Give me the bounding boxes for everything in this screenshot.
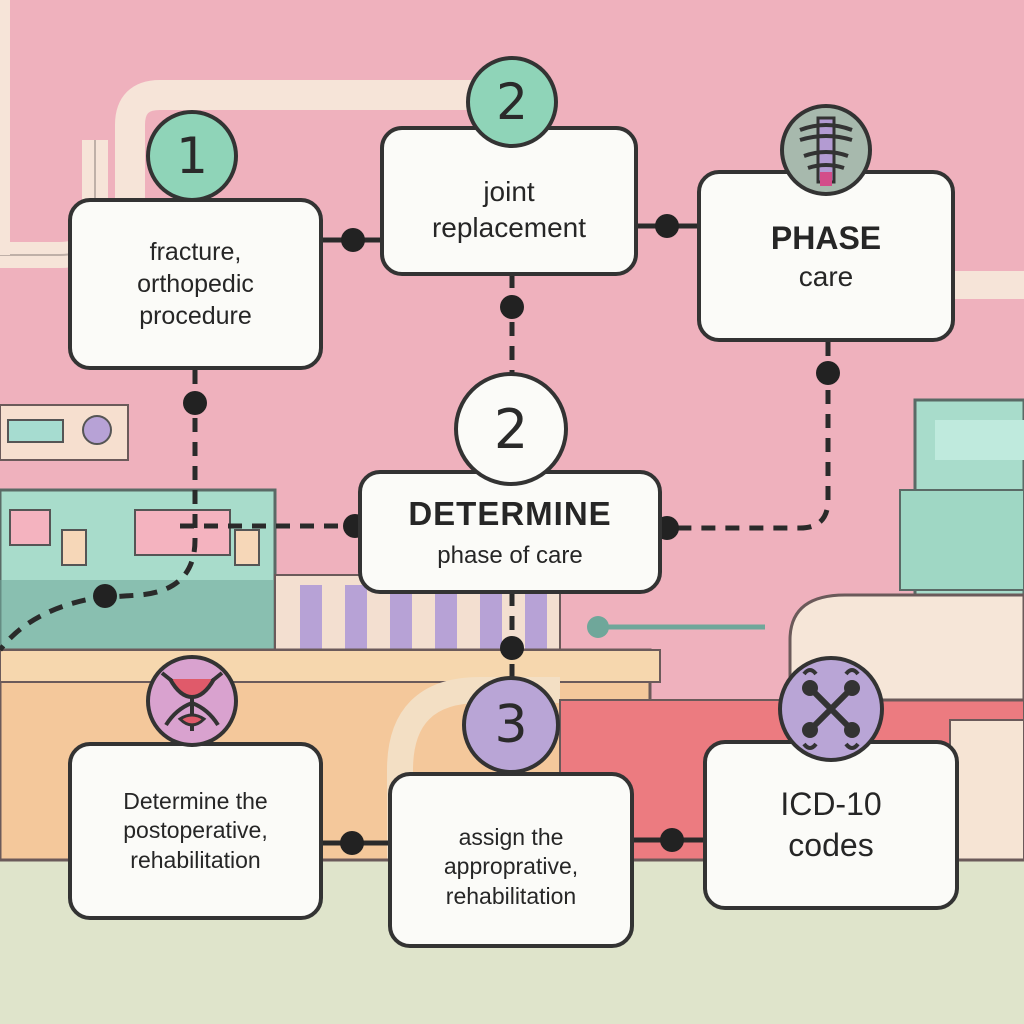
phase-care-box: PHASE care (697, 170, 955, 342)
assign-line-2: approprative, (443, 853, 579, 880)
step-number-3: 3 (462, 676, 560, 774)
postoperative-line-3: rehabilitation (130, 846, 261, 873)
joint-icon (778, 656, 884, 762)
icd10-line-1: ICD-10 (780, 786, 882, 823)
postoperative-box: Determine the postoperative, rehabilitat… (68, 742, 323, 920)
phase-title: PHASE (770, 219, 882, 256)
determine-phase-box: DETERMINE phase of care (358, 470, 662, 594)
step-joint-replacement-box: joint replacement (380, 126, 638, 276)
step-number-1: 1 (146, 110, 238, 202)
step-fracture-box: fracture, orthopedic procedure (68, 198, 323, 370)
icd10-codes-box: ICD-10 codes (703, 740, 959, 910)
spine-icon (780, 104, 872, 196)
step-number-2-top: 2 (466, 56, 558, 148)
step-fracture-line-3: procedure (139, 302, 252, 330)
step-joint-line-2: replacement (431, 212, 587, 243)
connector-1-determine (0, 370, 198, 652)
anatomy-icon (146, 655, 238, 747)
postoperative-line-2: postoperative, (123, 817, 268, 844)
determine-title: DETERMINE (408, 494, 612, 532)
step-fracture-line-1: fracture, (149, 238, 242, 266)
postoperative-line-1: Determine the (123, 787, 268, 814)
step-fracture-line-2: orthopedic (137, 270, 254, 298)
connector-phase-determine (660, 342, 831, 531)
determine-subtitle: phase of care (437, 541, 583, 569)
step-number-2-center: 2 (454, 372, 568, 486)
phase-subtitle: care (798, 260, 854, 292)
step-joint-line-1: joint (483, 176, 535, 208)
assign-line-1: assign the (458, 823, 564, 850)
icd10-line-2: codes (788, 827, 874, 863)
assign-rehabilitation-box: assign the approprative, rehabilitation (388, 772, 634, 948)
assign-line-3: rehabilitation (445, 882, 577, 909)
